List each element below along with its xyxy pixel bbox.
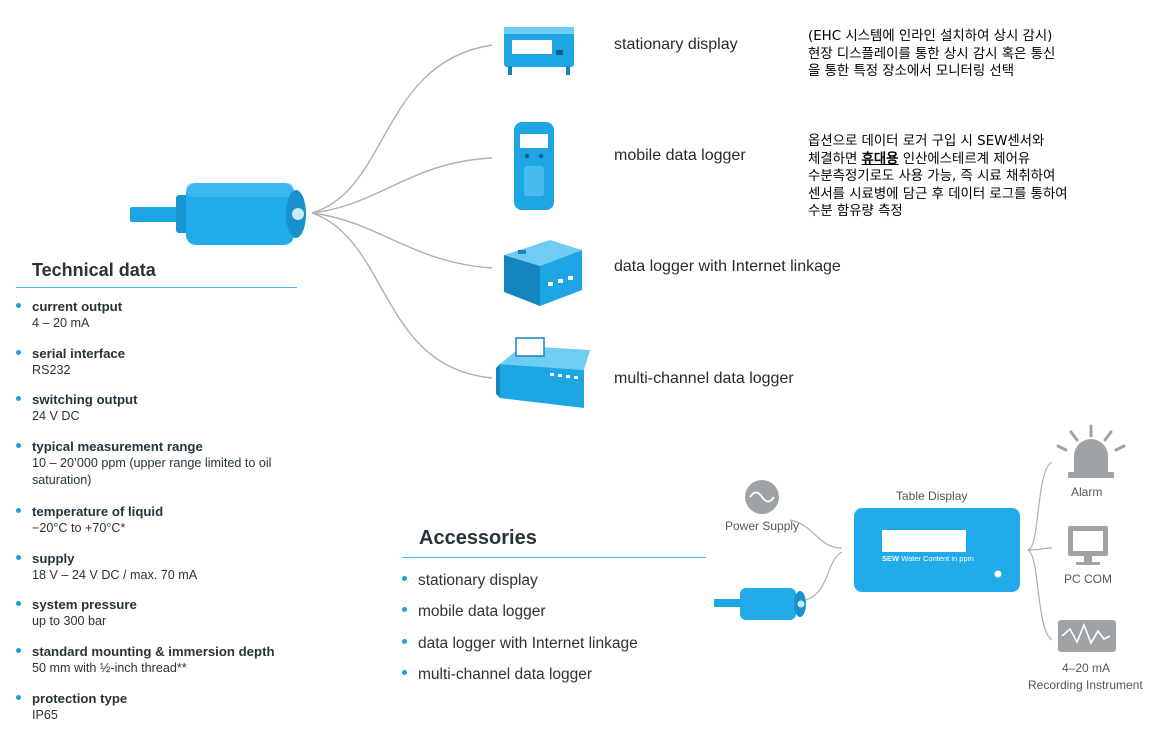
stationary-display-icon bbox=[504, 27, 574, 75]
bullet-icon bbox=[16, 508, 21, 513]
note-mobile: 옵션으로 데이터 로거 구입 시 SEW센서와 체결하면 휴대용 인산에스테르계… bbox=[808, 134, 1068, 219]
device-label-mobile-data-logger: mobile data logger bbox=[614, 147, 746, 164]
power-supply-label: Power Supply bbox=[725, 519, 800, 533]
table-display-label: Table Display bbox=[896, 489, 968, 503]
pc-com-label: PC COM bbox=[1064, 572, 1112, 586]
recording-instrument-icon bbox=[1058, 620, 1116, 652]
technical-data-rule bbox=[16, 287, 297, 288]
bullet-icon bbox=[16, 695, 21, 700]
technical-data-heading: Technical data bbox=[32, 260, 156, 280]
multi-channel-logger-icon bbox=[496, 337, 590, 408]
power-supply-icon bbox=[745, 480, 779, 514]
accessory-item: multi-channel data logger bbox=[402, 666, 592, 684]
connection-lines bbox=[311, 44, 493, 379]
bullet-icon bbox=[402, 670, 407, 676]
bullet-icon bbox=[402, 639, 407, 645]
bullet-icon bbox=[16, 601, 21, 606]
recording-instrument-label: Recording Instrument bbox=[1028, 678, 1143, 692]
accessory-item: stationary display bbox=[402, 572, 538, 590]
bullet-icon bbox=[16, 303, 21, 308]
bullet-icon bbox=[16, 396, 21, 401]
emphasis-portable: 휴대용 bbox=[861, 151, 899, 167]
accessory-item: mobile data logger bbox=[402, 603, 546, 621]
note-stationary: (EHC 시스템에 인라인 설치하여 상시 감시) 현장 디스플레이를 통한 상… bbox=[808, 29, 1056, 79]
table-display-icon bbox=[854, 508, 1020, 592]
accessories-heading: Accessories bbox=[419, 527, 537, 549]
sensor-probe-icon bbox=[130, 183, 306, 245]
accessory-item: data logger with Internet linkage bbox=[402, 635, 638, 653]
device-label-stationary-display: stationary display bbox=[614, 36, 738, 53]
bullet-icon bbox=[16, 350, 21, 355]
bullet-icon bbox=[16, 648, 21, 653]
spec-item-liquid-temperature: temperature of liquid−20°C to +70°C* bbox=[16, 503, 306, 537]
internet-logger-icon bbox=[504, 240, 582, 306]
device-label-internet-logger: data logger with Internet linkage bbox=[614, 258, 841, 275]
pc-monitor-icon bbox=[1068, 526, 1108, 565]
bullet-icon bbox=[402, 607, 407, 613]
display-screen-caption: SEW Water Content in ppm bbox=[882, 554, 974, 563]
bullet-icon bbox=[402, 576, 407, 582]
mobile-data-logger-icon bbox=[514, 122, 554, 210]
small-sensor-icon bbox=[714, 588, 806, 620]
device-label-multi-channel-logger: multi-channel data logger bbox=[614, 370, 794, 387]
alarm-label: Alarm bbox=[1071, 485, 1103, 499]
bullet-icon bbox=[16, 443, 21, 448]
alarm-icon bbox=[1056, 424, 1126, 478]
accessories-rule bbox=[402, 557, 706, 558]
recording-range-label: 4–20 mA bbox=[1062, 661, 1111, 675]
bullet-icon bbox=[16, 555, 21, 560]
